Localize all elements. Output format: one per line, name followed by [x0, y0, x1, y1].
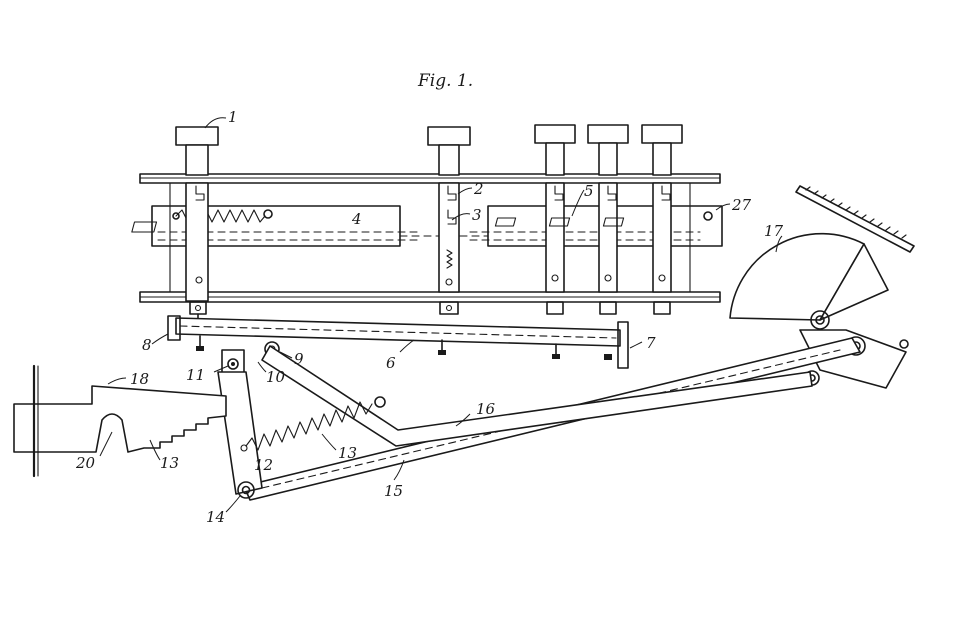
housing [139, 173, 721, 303]
key-5b [548, 124, 629, 315]
label-2: 2 [473, 180, 484, 198]
label-8: 8 [142, 336, 152, 354]
label-16: 16 [476, 400, 496, 418]
reference-labels: 1 2 3 4 5 6 7 8 9 10 11 12 13 13 14 15 1… [75, 108, 784, 526]
label-13-spring: 13 [338, 444, 357, 462]
label-14: 14 [206, 508, 225, 526]
label-15: 15 [384, 482, 403, 500]
label-6: 6 [386, 354, 396, 372]
sector-17 [729, 232, 889, 330]
lever-6 [167, 315, 629, 369]
rack-18 [13, 364, 227, 478]
lever-12 [217, 371, 263, 499]
label-1: 1 [228, 108, 238, 126]
scale-strip [795, 185, 915, 253]
label-12: 12 [254, 456, 273, 474]
label-18: 18 [130, 370, 149, 388]
key-1 [131, 126, 219, 325]
label-27: 27 [731, 196, 752, 214]
label-10: 10 [266, 368, 286, 386]
label-9: 9 [294, 350, 304, 368]
figure-title: Fig. 1. [417, 71, 473, 91]
spring-anchor [374, 396, 386, 408]
label-3: 3 [472, 206, 482, 224]
label-17: 17 [764, 222, 784, 240]
label-4: 4 [351, 210, 362, 228]
label-7: 7 [646, 334, 656, 352]
label-11: 11 [186, 366, 205, 384]
key-5c [602, 124, 683, 315]
label-13-rack: 13 [160, 454, 179, 472]
key-5a [494, 124, 576, 315]
link-16 [261, 345, 813, 447]
label-20: 20 [75, 454, 96, 472]
spring-13 [245, 401, 373, 451]
key-2 [427, 126, 471, 315]
label-5: 5 [584, 182, 594, 200]
slide-bar-left [151, 205, 421, 247]
